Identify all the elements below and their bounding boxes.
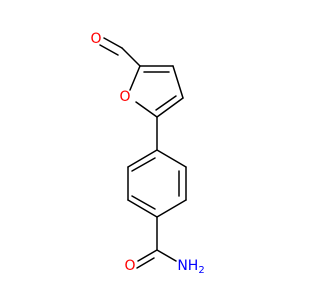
aldehyde-double-bond-inner: [99, 44, 119, 56]
furan-c4-c5-inner-bond: [155, 95, 177, 111]
furan-c4-c5-double-bond: [156, 97, 184, 118]
amide-nitrogen-label: NH2: [177, 258, 204, 276]
amide-nitrogen-main-label: NH: [177, 258, 198, 274]
furan-o-c2-bond: [129, 65, 141, 91]
benzene-bottom-right-bond: [156, 199, 187, 218]
amide-nitrogen-subscript: 2: [198, 265, 204, 276]
aldehyde-double-bond-outer: [103, 37, 123, 49]
molecule-diagram: O O O NH2: [90, 31, 204, 276]
aldehyde-oxygen-label: O: [90, 31, 101, 47]
benzene-top-left-bond: [127, 149, 158, 168]
amide-c-n-bond: [156, 249, 177, 262]
furan-c3-c4-bond: [172, 65, 184, 99]
molecule-structure: O O O NH2: [90, 31, 204, 276]
aldehyde-c-c-bond: [121, 47, 141, 67]
amide-c-o-double-bond-outer: [137, 249, 158, 262]
amide-c-o-double-bond-inner: [136, 257, 155, 269]
amide-oxygen-label: O: [124, 258, 135, 274]
benzene-top-right-bond: [156, 149, 187, 168]
benzene-top-left-inner-bond: [131, 157, 156, 172]
benzene-bottom-left-bond: [127, 199, 158, 218]
furan-oxygen-label: O: [119, 89, 130, 105]
furan-c5-o-bond: [135, 101, 158, 118]
benzene-bottom-left-inner-bond: [131, 195, 156, 210]
